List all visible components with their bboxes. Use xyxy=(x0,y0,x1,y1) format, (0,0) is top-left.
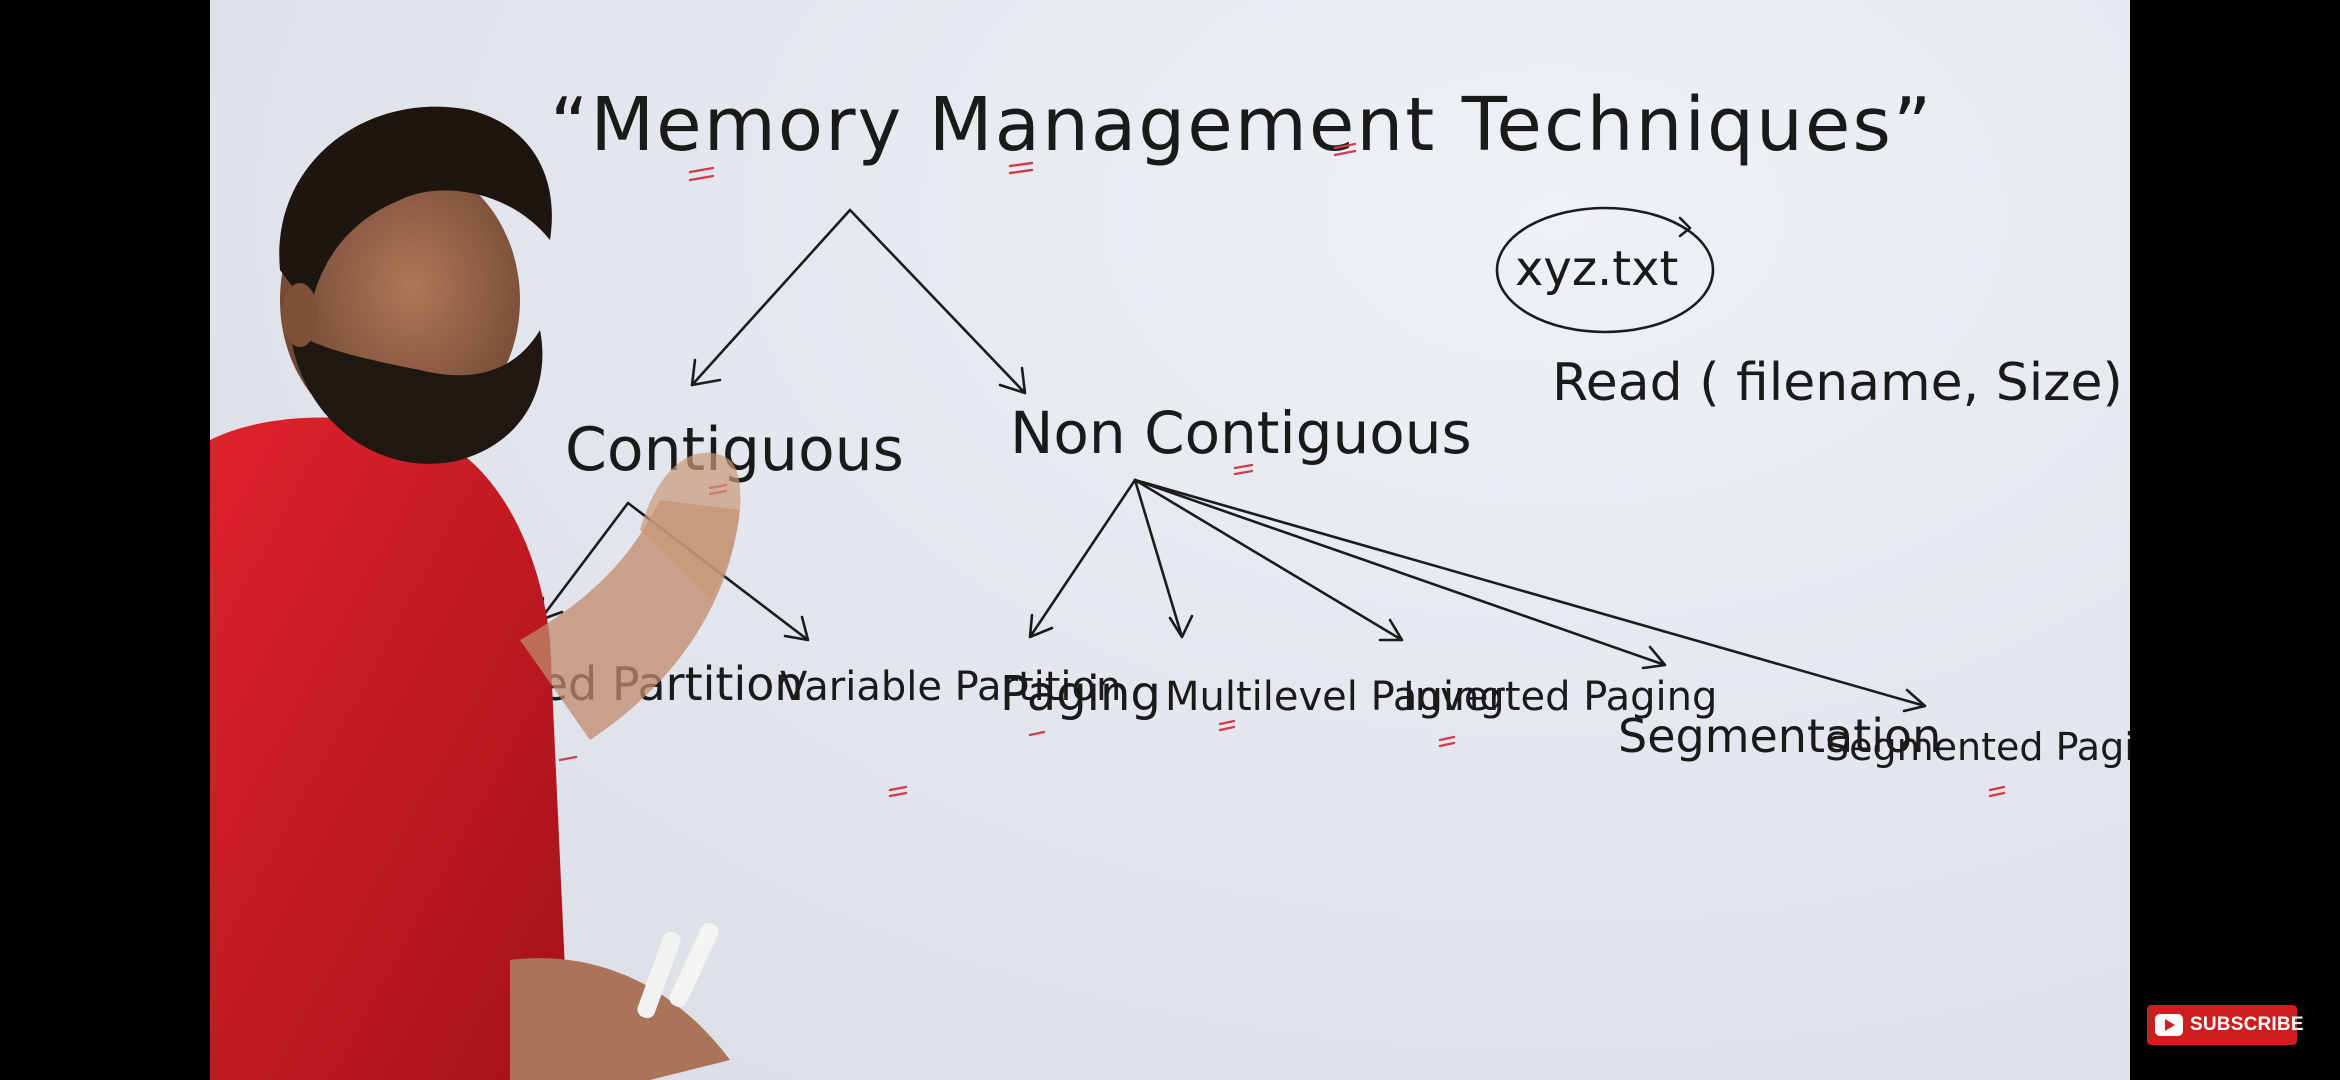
video-frame[interactable]: “Memory Management Techniques” Contiguou… xyxy=(210,0,2130,1080)
file-name-text: xyz.txt xyxy=(1515,241,1678,297)
presenter xyxy=(210,106,741,1080)
diagram-title: “Memory Management Techniques” xyxy=(550,82,1933,168)
arrow-to-non-contiguous xyxy=(848,208,1027,395)
whiteboard: “Memory Management Techniques” Contiguou… xyxy=(478,82,2130,798)
segmentation-label: Segmentation xyxy=(1618,709,1941,763)
youtube-play-icon xyxy=(2155,1014,2183,1036)
arrow-to-contiguous xyxy=(690,208,852,387)
subscribe-button[interactable]: SUBSCRIBE xyxy=(2147,1005,2304,1045)
read-call-text: Read ( filename, Size) xyxy=(1552,353,2123,413)
segmented-paging-label: Segmented Paging xyxy=(1825,725,2130,769)
variable-partition-label: Variable Partition xyxy=(780,664,1121,710)
multilevel-paging-label: Multilevel Paging xyxy=(1165,674,1505,720)
file-ellipse xyxy=(1495,206,1715,334)
subscribe-label: SUBSCRIBE xyxy=(2190,1014,2304,1035)
inverted-paging-label: Inverted Paging xyxy=(1403,674,1717,720)
non-contiguous-label: Non Contiguous xyxy=(1010,399,1472,467)
non-contiguous-arrows xyxy=(1028,478,1927,713)
paging-label: Paging xyxy=(1000,666,1161,722)
